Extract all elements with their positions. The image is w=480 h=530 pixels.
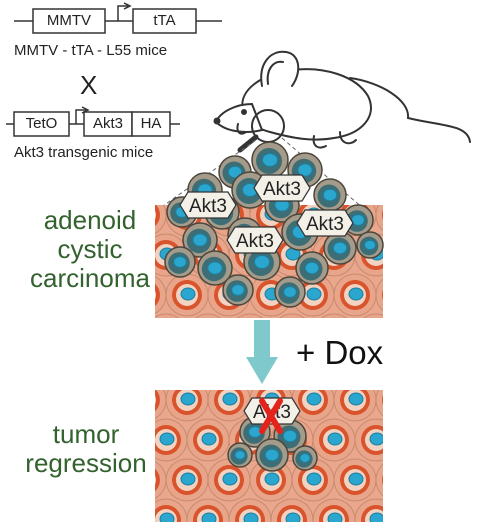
tumor-cell-cluster (164, 141, 384, 308)
construct1-box-2: tTA (133, 9, 196, 33)
construct2-box-1: TetO (14, 112, 69, 136)
construct2-box-3: HA (132, 112, 170, 136)
akt3-tag-label: Akt3 (306, 214, 344, 235)
tumor-cell (251, 141, 289, 179)
tissue-cell (312, 498, 356, 522)
tumor-cell (292, 445, 318, 471)
tumor-label-line-3: carcinoma (30, 263, 150, 293)
cross-symbol: X (80, 70, 98, 100)
tumor-cell (295, 251, 329, 285)
tissue-cell (165, 273, 209, 317)
tissue-cell (186, 418, 230, 462)
akt3-tag: Akt3 (226, 226, 284, 254)
tissue-cell (207, 458, 251, 502)
tissue-cell (291, 390, 335, 422)
tissue-cell (333, 273, 377, 317)
tissue-cell (165, 390, 209, 422)
treatment-label: + Dox (296, 334, 384, 371)
construct2-box-2: Akt3 (84, 112, 132, 136)
tumor-cell (323, 231, 357, 265)
mouse-illustration (213, 50, 471, 153)
construct1-caption: MMTV - tTA - L55 mice (14, 42, 168, 59)
x-mark-icon (259, 398, 283, 434)
tumor-cell (274, 276, 306, 308)
result-label: tumor regression (18, 420, 154, 478)
tumor-label-line-1: adenoid (43, 205, 137, 235)
tissue-cell (362, 313, 383, 318)
tumor-cell (166, 196, 198, 228)
tissue-cell (320, 313, 348, 318)
tumor-cell (182, 222, 218, 258)
construct2-box-2-label: Akt3 (92, 115, 123, 132)
tissue-cell (165, 458, 209, 502)
tissue-cell (354, 418, 383, 462)
tumor-label: adenoid cystic carcinoma (22, 206, 158, 293)
construct1-box-1: MMTV (33, 9, 105, 33)
tissue-cell (375, 278, 383, 312)
akt3-tag-label: Akt3 (263, 179, 301, 200)
tissue-cell (333, 458, 377, 502)
tumor-label-line-2: cystic (57, 234, 123, 264)
tissue-cell (186, 498, 230, 522)
tumor-cell (227, 442, 253, 468)
tumor-cell (164, 246, 196, 278)
akt3-tag: Akt3 (179, 191, 237, 219)
result-label-line-2: regression (25, 448, 147, 478)
tissue-cell (155, 390, 167, 420)
tumor-cell (197, 250, 233, 286)
construct1-box-1-label: MMTV (46, 12, 92, 29)
tissue-cell (375, 463, 383, 497)
construct2-box-1-label: TetO (25, 115, 58, 132)
result-label-line-1: tumor (52, 419, 120, 449)
construct1-box-2-label: tTA (153, 12, 176, 29)
tissue-cell (194, 313, 222, 318)
tissue-cell (249, 458, 293, 502)
akt3-tag-label: Akt3 (189, 196, 227, 217)
dox-arrow (246, 320, 278, 384)
tissue-cell (278, 313, 306, 318)
tissue-cell (207, 390, 251, 422)
construct2-caption: Akt3 transgenic mice (14, 144, 154, 161)
akt3-tag: Akt3 (253, 174, 311, 202)
tissue-cell (375, 390, 383, 417)
tumor-cell (313, 178, 347, 212)
tissue-cell (155, 498, 188, 522)
tumor-cell (356, 231, 384, 259)
tumor-cell (255, 438, 289, 472)
tissue-cell (236, 313, 264, 318)
regressed-akt3: Akt3 (243, 397, 301, 434)
tissue-cell (228, 498, 272, 522)
tissue-cell (375, 205, 383, 232)
tumor-cell (222, 274, 254, 306)
akt3-tag-label: Akt3 (236, 231, 274, 252)
tissue-cell (354, 498, 383, 522)
tissue-cell (333, 390, 377, 422)
tissue-cell (155, 418, 188, 462)
tissue-cell (312, 418, 356, 462)
construct-teto-akt3-ha (6, 106, 180, 137)
tissue-cell (270, 498, 314, 522)
tissue-cell (155, 313, 180, 318)
construct2-box-3-label: HA (140, 115, 162, 132)
construct-mmtv-tta (14, 2, 222, 34)
akt3-tag: Akt3 (296, 209, 354, 237)
